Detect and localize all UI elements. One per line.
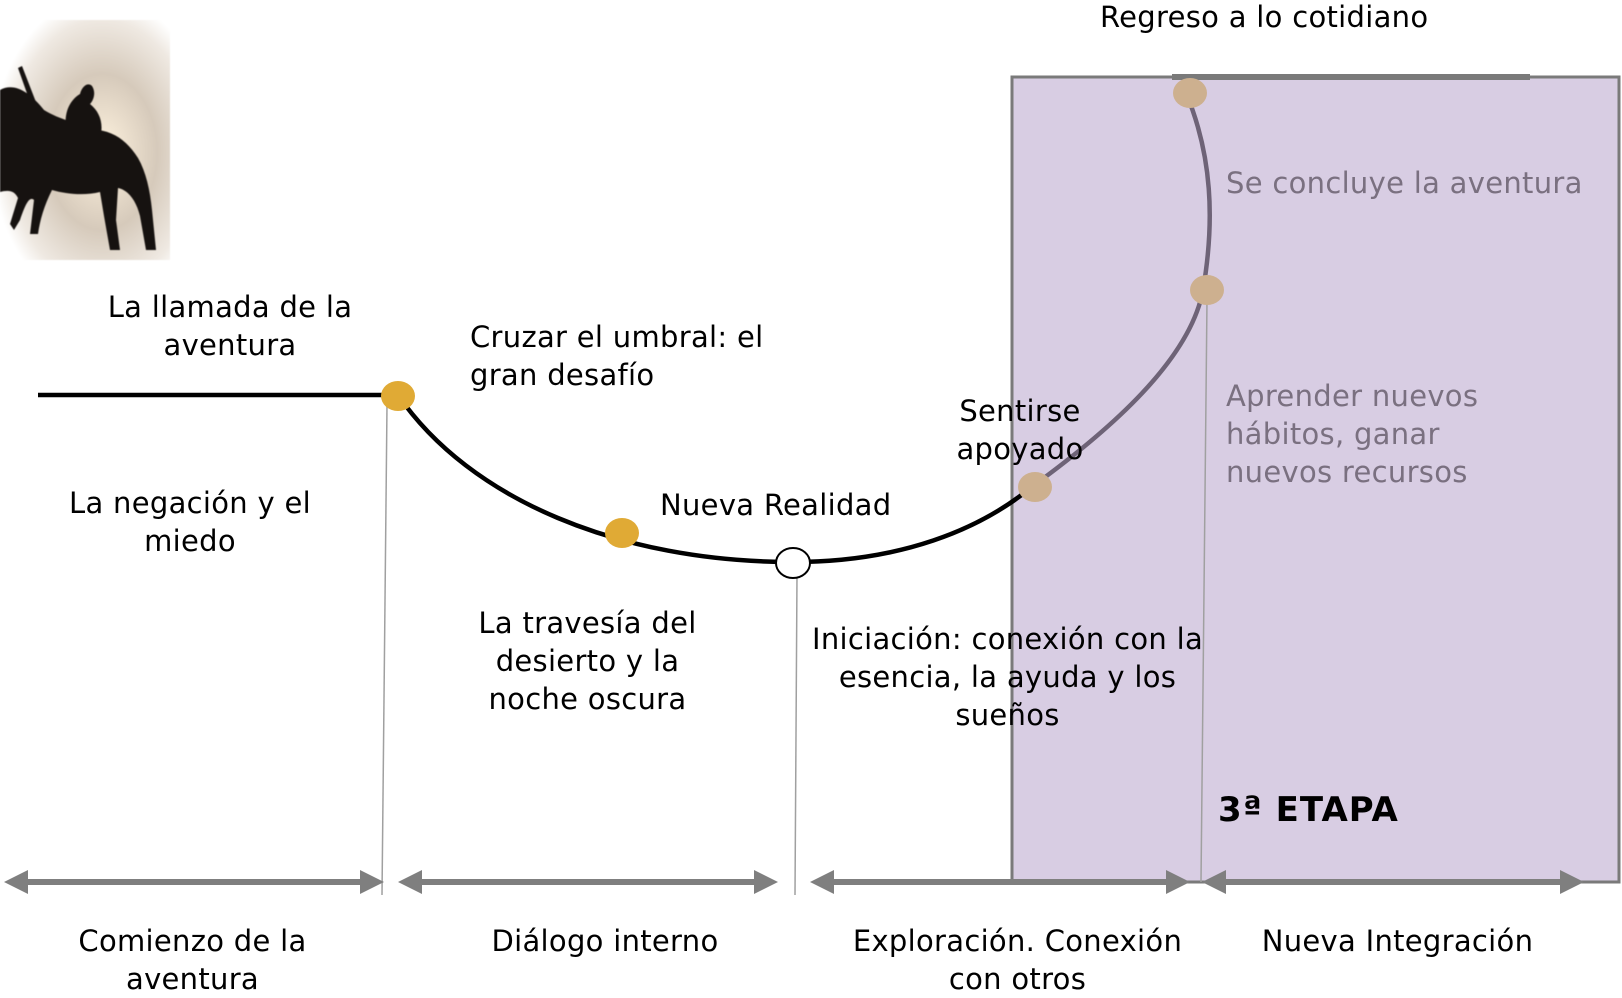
label-conclude: Se concluye la aventura	[1226, 166, 1583, 200]
label-learn: Aprender nuevos hábitos, ganar nuevos re…	[1226, 379, 1479, 489]
journey-curve-descent	[396, 393, 1035, 565]
separator-1	[381, 404, 388, 896]
milestone-supported-dot	[1018, 472, 1052, 502]
separator-3	[1200, 299, 1208, 883]
phase-label-2: Diálogo interno	[491, 924, 719, 958]
phase-label-3: Exploración. Conexión con otros	[852, 924, 1183, 996]
phase-arrow-2	[398, 870, 778, 894]
label-threshold: Cruzar el umbral: el gran desafío	[470, 320, 764, 392]
milestone-desert-dot	[605, 518, 639, 548]
separator-2	[794, 574, 798, 896]
milestone-learn-dot	[1190, 275, 1224, 305]
stage-title: 3ª ETAPA	[1218, 790, 1399, 830]
phase-label-4: Nueva Integración	[1261, 924, 1534, 958]
phase-arrow-1	[4, 870, 384, 894]
label-denial: La negación y el miedo	[69, 486, 311, 558]
horse-rider-silhouette-image	[0, 20, 170, 260]
phase-arrow-3	[810, 870, 1190, 894]
label-call: La llamada de la aventura	[107, 290, 353, 362]
milestone-new-reality-dot	[775, 547, 811, 579]
phase-label-1: Comienzo de la aventura	[78, 924, 307, 996]
label-initiation: Iniciación: conexión con la esencia, la …	[811, 622, 1204, 732]
label-return: Regreso a lo cotidiano	[1100, 0, 1429, 34]
third-stage-panel	[1010, 75, 1621, 884]
label-desert: La travesía del desierto y la noche oscu…	[478, 606, 697, 716]
milestone-call-dot	[381, 381, 415, 411]
label-new-reality: Nueva Realidad	[660, 488, 892, 522]
milestone-return-dot	[1173, 78, 1207, 108]
label-supported: Sentirse apoyado	[956, 394, 1084, 466]
phase-arrow-4	[1202, 870, 1584, 894]
